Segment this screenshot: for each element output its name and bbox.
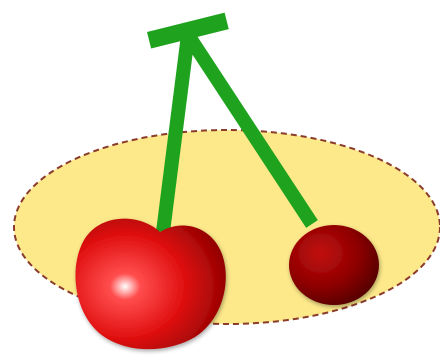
large-red-cherry xyxy=(75,219,225,350)
small-dark-cherry xyxy=(289,225,379,305)
